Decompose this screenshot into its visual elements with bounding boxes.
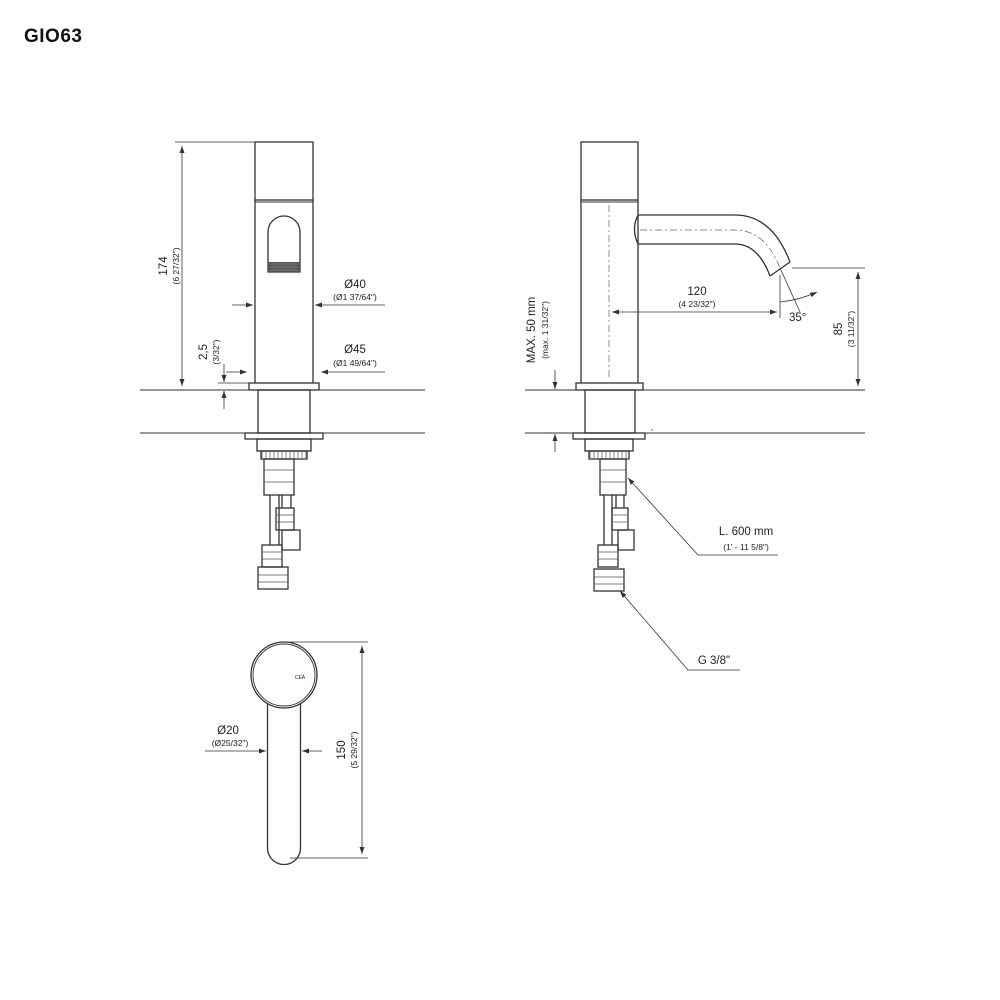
dim-d20: Ø20 (Ø25/32") (205, 725, 322, 754)
dim-85-label: 85 (833, 323, 845, 336)
leader-hose-length: L. 600 mm (1' - 11 5/8") (627, 477, 778, 556)
top-tap-outline: CEA (250, 641, 318, 866)
dim-85-imperial: (3 11/32") (846, 311, 856, 348)
dim-d20-imperial: (Ø25/32") (212, 738, 249, 748)
spout (633, 214, 791, 277)
sensor-window (267, 215, 301, 273)
front-tap-body (248, 141, 320, 391)
dim-max-50: MAX. 50 mm (max. 1 31/32") (526, 297, 576, 452)
dim-max-50-imperial: (max. 1 31/32") (540, 301, 550, 359)
dim-150: 150 (5 29/32") (290, 641, 368, 859)
dim-d40-label: Ø40 (344, 279, 366, 291)
dim-2-5-label: 2,5 (198, 344, 210, 360)
dim-150-label: 150 (336, 740, 348, 759)
dim-120-label: 120 (687, 286, 706, 298)
side-view: MAX. 50 mm (max. 1 31/32") 120 (4 23/32"… (525, 141, 865, 671)
dim-d45-label: Ø45 (344, 344, 366, 356)
dim-174: 174 (6 27/32") (158, 141, 255, 391)
front-shank (244, 389, 324, 460)
leader-thread: G 3/8" (619, 590, 740, 671)
dim-2-5-imperial: (3/32") (211, 339, 221, 364)
dim-174-imperial: (6 27/32") (171, 247, 181, 284)
dim-85: 85 (3 11/32") (645, 267, 865, 391)
dim-120-imperial: (4 23/32") (678, 299, 715, 309)
drawing-title: GIO63 (24, 26, 83, 47)
top-view: CEA Ø20 (Ø25/32") 150 (5 29/32") (205, 641, 368, 866)
dim-angle: 35° (779, 267, 818, 324)
side-shank (572, 389, 653, 460)
thread-label: G 3/8" (698, 655, 730, 667)
side-hoses (593, 458, 635, 592)
front-hoses (257, 458, 301, 590)
dim-max-50-label: MAX. 50 mm (526, 297, 538, 363)
dim-d40: Ø40 (Ø1 37/64") (232, 279, 385, 308)
dim-angle-label: 35° (789, 312, 806, 324)
hose-length-imperial: (1' - 11 5/8") (723, 542, 769, 552)
dim-d40-imperial: (Ø1 37/64") (333, 292, 377, 302)
side-tap-body (575, 141, 644, 391)
front-view: 174 (6 27/32") Ø40 (Ø1 37/64") Ø45 (Ø1 4… (140, 141, 425, 590)
dim-120: 120 (4 23/32") (612, 275, 781, 318)
dim-174-label: 174 (158, 256, 170, 276)
dim-d20-label: Ø20 (217, 725, 239, 737)
dim-d45: Ø45 (Ø1 49/64") (226, 344, 385, 375)
dim-d45-imperial: (Ø1 49/64") (333, 358, 377, 368)
hose-length-label: L. 600 mm (719, 526, 773, 538)
dim-150-imperial: (5 29/32") (349, 731, 359, 768)
dim-2-5: 2,5 (3/32") (198, 339, 249, 409)
top-logo: CEA (295, 675, 306, 681)
